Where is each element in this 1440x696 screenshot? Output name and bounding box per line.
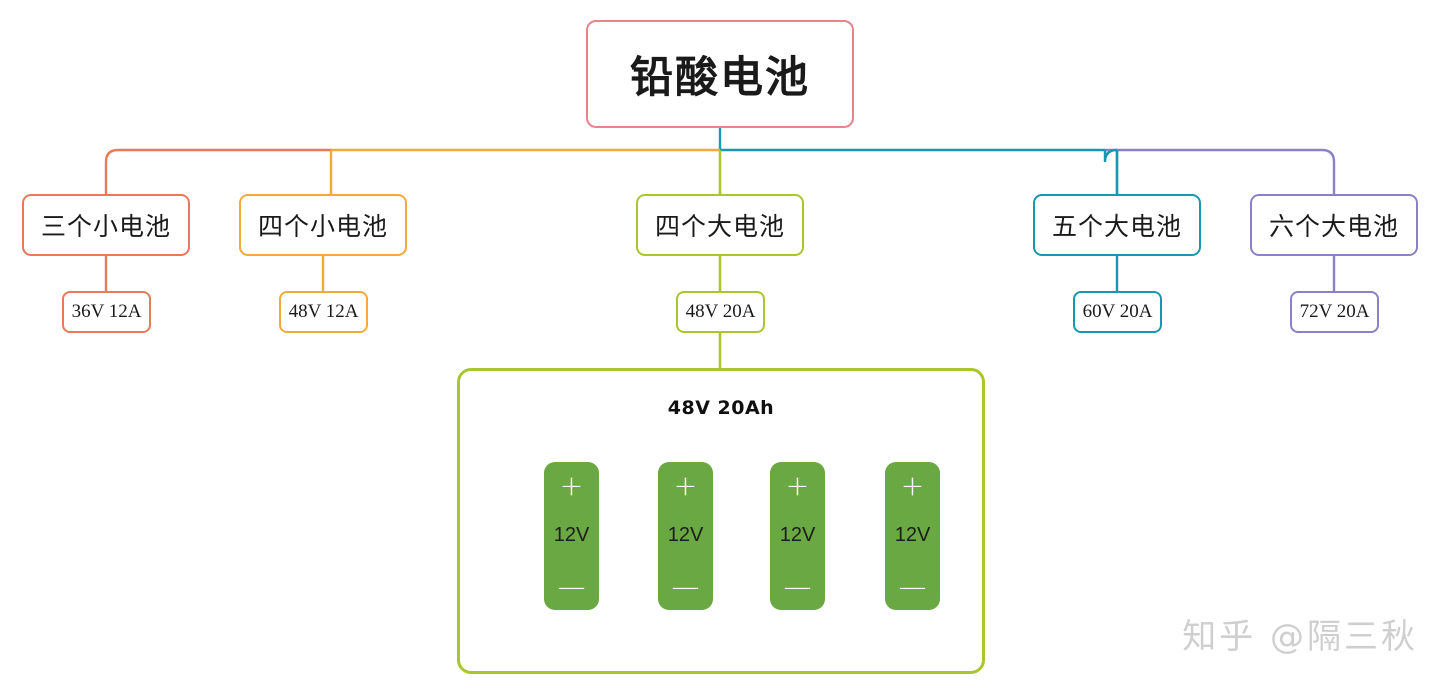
branch-node-label: 三个小电池 <box>40 212 171 241</box>
watermark: 知乎 @隔三秋 <box>1182 617 1418 657</box>
branch-node-label: 五个大电池 <box>1051 212 1182 241</box>
branch-node-three-small-batteries[interactable]: 三个小电池 <box>22 194 190 256</box>
leaf-node-label: 60V 20A <box>1082 301 1153 322</box>
leaf-node-48v-12a[interactable]: 48V 12A <box>279 291 368 333</box>
root-node-label: 铅酸电池 <box>630 53 810 103</box>
leaf-node-label: 48V 12A <box>288 301 359 322</box>
battery-cell-voltage: 12V <box>553 524 590 546</box>
plus-terminal-icon: + <box>900 469 925 502</box>
minus-terminal-icon: — <box>898 570 927 603</box>
plus-terminal-icon: + <box>785 469 810 502</box>
branch-node-four-small-batteries[interactable]: 四个小电池 <box>239 194 407 256</box>
leaf-node-72v-20a[interactable]: 72V 20A <box>1290 291 1379 333</box>
branch-node-label: 四个大电池 <box>654 212 785 241</box>
root-node-lead-acid-battery[interactable]: 铅酸电池 <box>586 20 854 128</box>
branch-node-label: 六个大电池 <box>1268 212 1399 241</box>
leaf-node-36v-12a[interactable]: 36V 12A <box>62 291 151 333</box>
branch-node-five-large-batteries[interactable]: 五个大电池 <box>1033 194 1201 256</box>
leaf-node-label: 36V 12A <box>71 301 142 322</box>
plus-terminal-icon: + <box>559 469 584 502</box>
leaf-node-label: 48V 20A <box>685 301 756 322</box>
battery-cell-voltage: 12V <box>894 524 931 546</box>
battery-cell[interactable]: + 12V — <box>770 462 825 610</box>
minus-terminal-icon: — <box>671 570 700 603</box>
branch-node-six-large-batteries[interactable]: 六个大电池 <box>1250 194 1418 256</box>
battery-cell-voltage: 12V <box>667 524 704 546</box>
branch-node-label: 四个小电池 <box>257 212 388 241</box>
minus-terminal-icon: — <box>783 570 812 603</box>
leaf-node-label: 72V 20A <box>1299 301 1370 322</box>
leaf-node-48v-20a[interactable]: 48V 20A <box>676 291 765 333</box>
plus-terminal-icon: + <box>673 469 698 502</box>
battery-cell[interactable]: + 12V — <box>885 462 940 610</box>
battery-cell[interactable]: + 12V — <box>658 462 713 610</box>
battery-pack-title: 48V 20Ah <box>667 397 775 419</box>
branch-node-four-large-batteries[interactable]: 四个大电池 <box>636 194 804 256</box>
leaf-node-60v-20a[interactable]: 60V 20A <box>1073 291 1162 333</box>
minus-terminal-icon: — <box>557 570 586 603</box>
battery-cell-voltage: 12V <box>779 524 816 546</box>
battery-cell[interactable]: + 12V — <box>544 462 599 610</box>
